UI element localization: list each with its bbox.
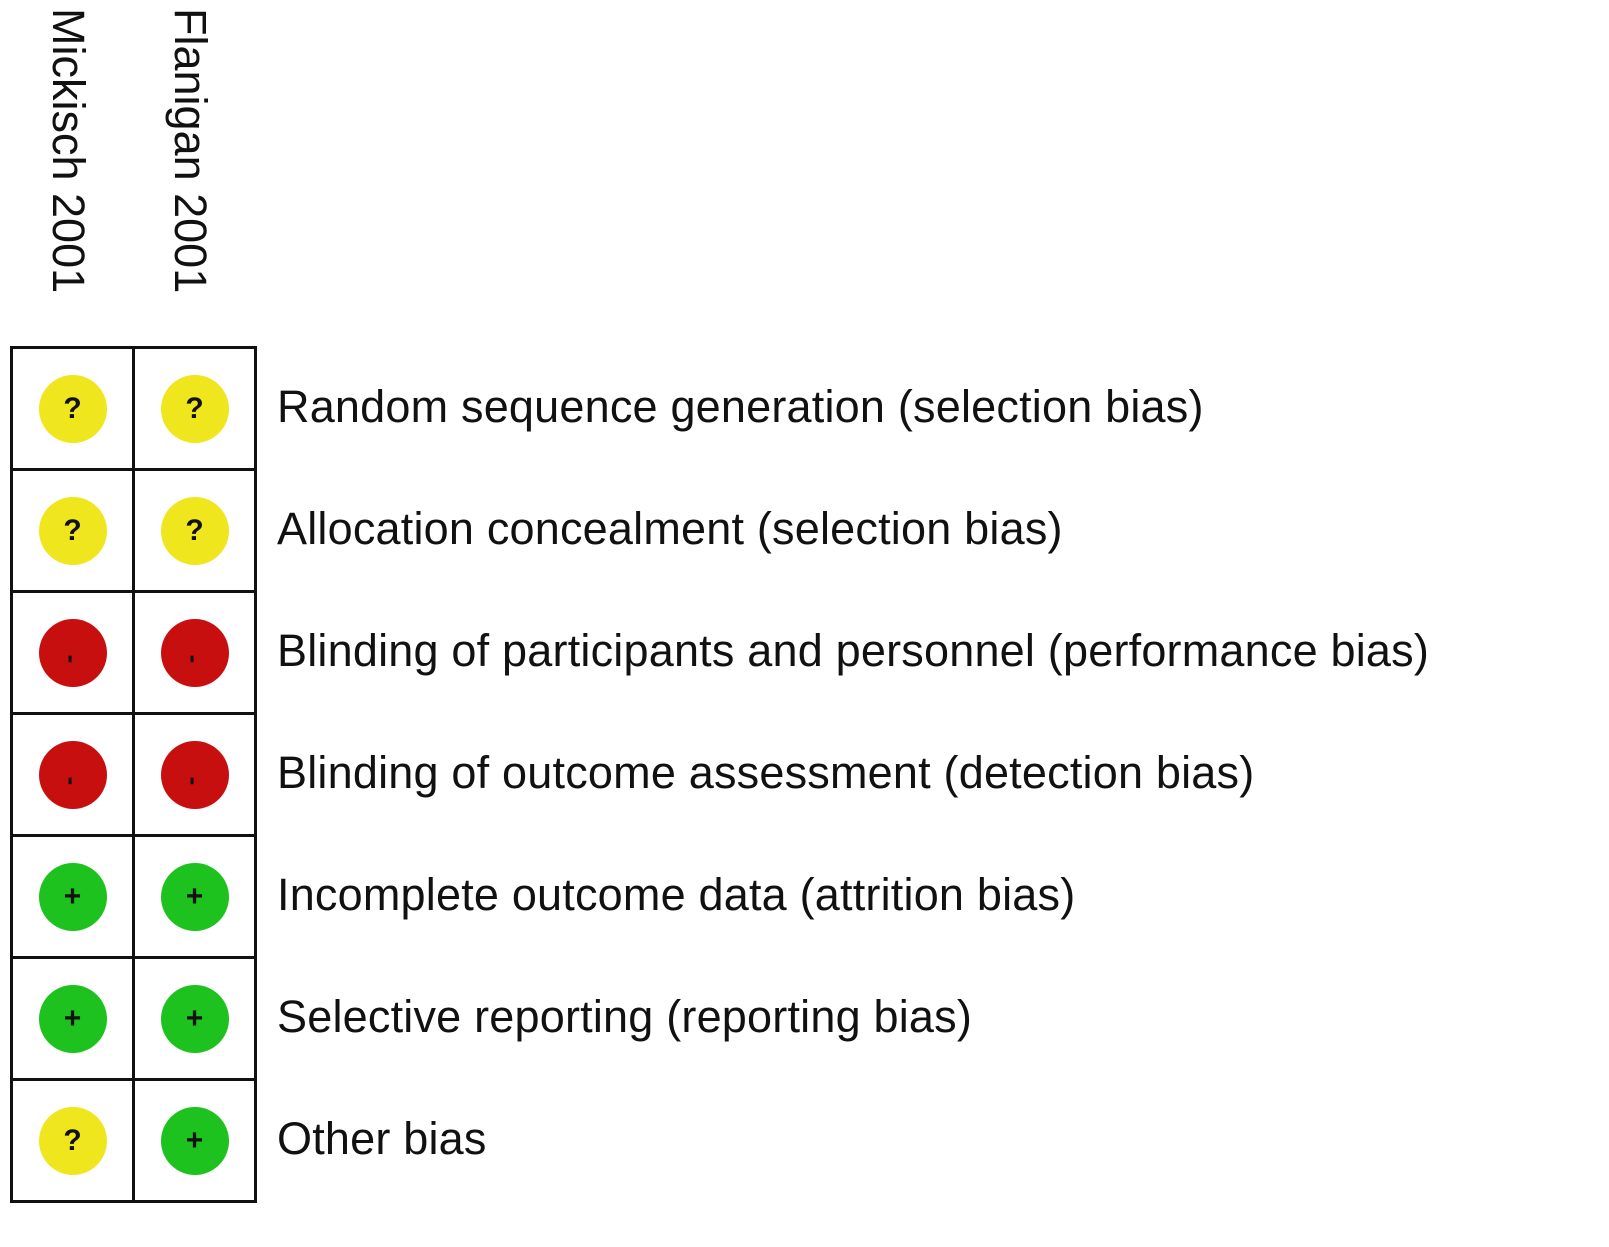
risk-symbol: ? [63, 391, 82, 425]
judgement-cell: + [13, 837, 135, 959]
domain-label: Blinding of outcome assessment (detectio… [277, 747, 1255, 798]
risk-high-icon: - [160, 740, 229, 809]
domain-label: Allocation concealment (selection bias) [277, 503, 1063, 554]
risk-unclear-icon: ? [38, 1106, 107, 1175]
domain-label: Incomplete outcome data (attrition bias) [277, 869, 1076, 920]
risk-unclear-icon: ? [38, 496, 107, 565]
risk-symbol: - [57, 776, 88, 785]
risk-symbol: + [63, 1001, 82, 1035]
domain-label: Selective reporting (reporting bias) [277, 991, 973, 1042]
risk-symbol: - [179, 654, 210, 663]
judgement-cell: - [135, 593, 257, 715]
risk-symbol: ? [185, 513, 204, 547]
risk-low-icon: + [38, 862, 107, 931]
risk-high-icon: - [160, 618, 229, 687]
judgement-cell: + [135, 959, 257, 1081]
judgement-cell: + [13, 959, 135, 1081]
judgement-cell: ? [13, 349, 135, 471]
risk-low-icon: + [160, 862, 229, 931]
risk-low-icon: + [160, 1106, 229, 1175]
risk-symbol: - [179, 776, 210, 785]
judgement-cell: - [13, 715, 135, 837]
domain-label: Random sequence generation (selection bi… [277, 381, 1204, 432]
risk-low-icon: + [38, 984, 107, 1053]
risk-low-icon: + [160, 984, 229, 1053]
risk-symbol: ? [185, 391, 204, 425]
risk-high-icon: - [38, 740, 107, 809]
risk-unclear-icon: ? [38, 374, 107, 443]
judgement-cell: ? [13, 1081, 135, 1203]
bias-domain-labels: Random sequence generation (selection bi… [277, 346, 1429, 1200]
judgement-cell: ? [135, 471, 257, 593]
risk-of-bias-grid: ???? - - - - + + + +? + [10, 346, 257, 1203]
risk-symbol: + [63, 879, 82, 913]
judgement-cell: - [135, 715, 257, 837]
study-header-mickisch: Mickisch 2001 [43, 8, 94, 294]
risk-symbol: - [57, 654, 88, 663]
study-header-flanigan: Flanigan 2001 [165, 8, 216, 294]
judgement-cell: - [13, 593, 135, 715]
risk-symbol: ? [63, 513, 82, 547]
risk-high-icon: - [38, 618, 107, 687]
domain-label: Blinding of participants and personnel (… [277, 625, 1430, 676]
risk-symbol: + [185, 1001, 204, 1035]
risk-symbol: ? [63, 1123, 82, 1157]
judgement-cell: + [135, 1081, 257, 1203]
judgement-cell: + [135, 837, 257, 959]
risk-unclear-icon: ? [160, 374, 229, 443]
risk-symbol: + [185, 1123, 204, 1157]
domain-label: Other bias [277, 1113, 487, 1164]
risk-symbol: + [185, 879, 204, 913]
judgement-cell: ? [135, 349, 257, 471]
judgement-cell: ? [13, 471, 135, 593]
risk-unclear-icon: ? [160, 496, 229, 565]
